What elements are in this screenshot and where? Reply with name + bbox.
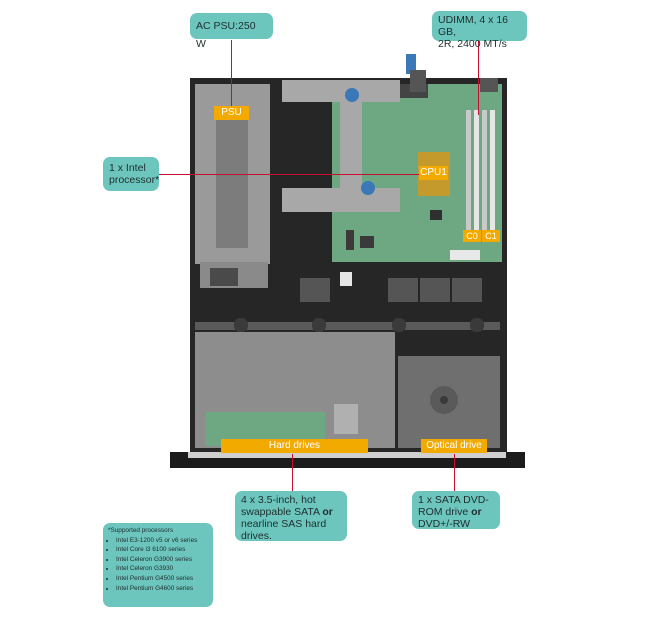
processor-leader-line [158, 174, 420, 175]
hdd-line4: drives. [241, 530, 272, 542]
dimm-c1-tag: C1 [482, 230, 500, 242]
hard-drives-callout: 4 x 3.5-inch, hot swappable SATA or near… [235, 491, 347, 542]
dimm-spec-callout: UDIMM, 4 x 16 GB, 2R, 2400 MT/s [432, 11, 527, 50]
psu-spec-callout: AC PSU:250 W [190, 13, 273, 50]
hdd-line3: nearline SAS hard [241, 518, 327, 530]
optical-drive-tag: Optical drive [421, 439, 487, 453]
odd-or-text: or [471, 506, 482, 518]
processor-callout: 1 x Intel processor* [103, 157, 159, 191]
hdd-line1: 4 x 3.5-inch, hot [241, 494, 316, 506]
odd-line2: ROM drive or [418, 506, 494, 518]
processor-line1: 1 x Intel [109, 162, 146, 174]
psu-tag: PSU [214, 106, 249, 120]
processor-item: Intel Pentium G4500 series [116, 574, 208, 584]
odd-line2-text: ROM drive [418, 506, 472, 518]
hdd-line2-text: swappable SATA [241, 506, 323, 518]
odd-line1: 1 x SATA DVD- [418, 494, 489, 506]
odd-line3: DVD+/-RW [418, 518, 471, 530]
processor-line2: processor* [109, 174, 160, 186]
supported-processors-title: *Supported processors [108, 527, 174, 534]
psu-spec-text: AC PSU:250 W [196, 20, 256, 50]
cpu1-tag: CPU1 [419, 166, 448, 180]
psu-leader-line [231, 40, 232, 106]
dimm-c0-tag: C0 [463, 230, 481, 242]
hdd-line2: swappable SATA or [241, 506, 341, 518]
processor-item: Intel Core i3 6100 series [116, 545, 208, 555]
processor-item: Intel Pentium G4600 series [116, 584, 208, 594]
hdd-leader-line [292, 454, 293, 494]
dimm-leader-line [478, 37, 479, 115]
processor-item: Intel Celeron G3900 series [116, 555, 208, 565]
supported-processors-list: Intel E3-1200 v5 or v6 series Intel Core… [108, 536, 208, 594]
processor-item: Intel Celeron G3930 [116, 564, 208, 574]
dimm-spec-line2: 2R, 2400 MT/s [438, 38, 507, 50]
hdd-or-text: or [322, 506, 333, 518]
dimm-spec-line1: UDIMM, 4 x 16 GB, [438, 14, 509, 38]
optical-drive-callout: 1 x SATA DVD- ROM drive or DVD+/-RW [412, 491, 500, 530]
hard-drives-tag: Hard drives [221, 439, 368, 453]
odd-leader-line [454, 454, 455, 494]
supported-processors-callout: *Supported processors Intel E3-1200 v5 o… [103, 523, 213, 607]
processor-item: Intel E3-1200 v5 or v6 series [116, 536, 208, 546]
